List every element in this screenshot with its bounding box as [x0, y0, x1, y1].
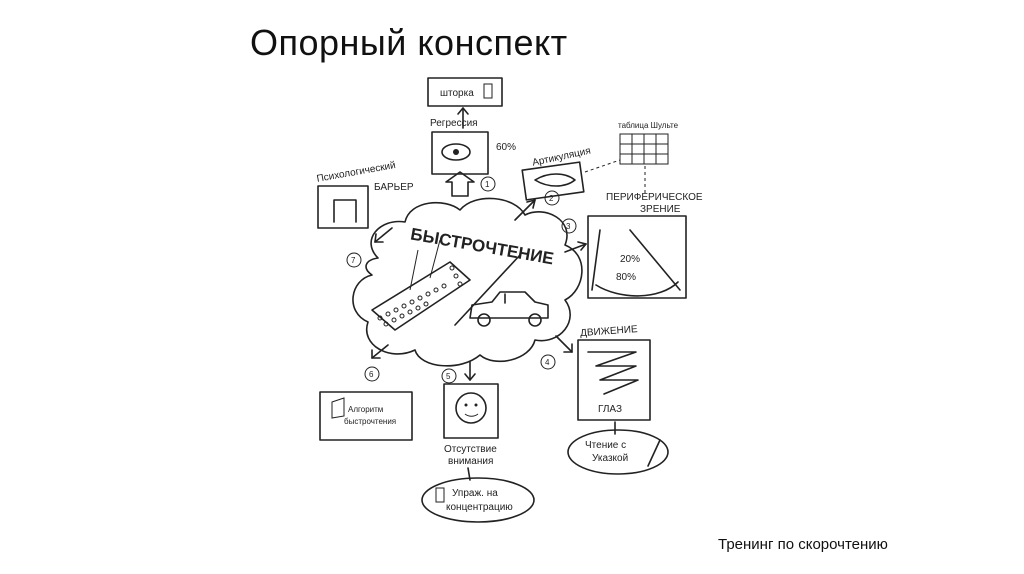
step-number-2: 2 — [549, 194, 554, 203]
focus-label-2: концентрацию — [446, 502, 513, 513]
pointer-label-2: Указкой — [592, 453, 628, 464]
focus-cloud — [421, 477, 535, 523]
central-cloud — [352, 197, 583, 367]
regression-label: Регрессия — [430, 118, 478, 129]
step-number-4: 4 — [545, 358, 550, 367]
car-icon — [469, 291, 549, 327]
attention-box — [443, 383, 499, 439]
page-title: Опорный конспект — [250, 22, 568, 63]
step-number-3: 3 — [566, 222, 571, 231]
pointer-reading-cloud — [567, 429, 669, 475]
step-number-6: 6 — [369, 370, 374, 379]
face-icon — [455, 392, 487, 424]
articulation-box — [521, 161, 585, 201]
schulte-table-icon — [619, 133, 669, 165]
peripheral-percent-80: 80% — [616, 272, 636, 283]
eye-icon — [441, 143, 471, 161]
algorithm-label-1: Алгоритм — [348, 405, 383, 414]
attention-label-2: внимания — [448, 456, 493, 467]
algorithm-box — [319, 391, 413, 441]
peripheral-box — [587, 215, 687, 299]
movement-box — [577, 339, 651, 421]
peripheral-percent-20: 20% — [620, 254, 640, 265]
psych-barrier-label-2: БАРЬЕР — [374, 182, 414, 193]
peripheral-label-1: ПЕРИФЕРИЧЕСКОЕ — [606, 192, 703, 203]
algorithm-label-2: быстрочтения — [344, 417, 396, 426]
pointer-icon — [647, 439, 661, 467]
shtorka-box — [427, 77, 503, 107]
slide-footer: Тренинг по скорочтению — [718, 536, 888, 553]
step-number-7: 7 — [351, 256, 356, 265]
central-label: БЫСТРОЧТЕНИЕ — [409, 225, 555, 269]
step-number-5: 5 — [446, 372, 451, 381]
eyes-label: ГЛАЗ — [598, 404, 622, 415]
schulte-label: таблица Шульте — [618, 121, 679, 130]
shtorka-label: шторка — [440, 88, 474, 99]
traffic-light-icon — [435, 487, 445, 503]
focus-label-1: Упраж. на — [452, 488, 498, 499]
movement-label: ДВИЖЕНИЕ — [580, 324, 639, 339]
mouth-icon — [534, 173, 576, 187]
peripheral-label-2: ЗРЕНИЕ — [640, 204, 681, 215]
step-number-1: 1 — [485, 180, 490, 189]
regression-percent: 60% — [496, 142, 516, 153]
regression-box — [431, 131, 489, 175]
psych-barrier-box — [317, 185, 369, 229]
attention-label-1: Отсутствие — [444, 444, 497, 455]
pointer-label-1: Чтение с — [585, 440, 626, 451]
